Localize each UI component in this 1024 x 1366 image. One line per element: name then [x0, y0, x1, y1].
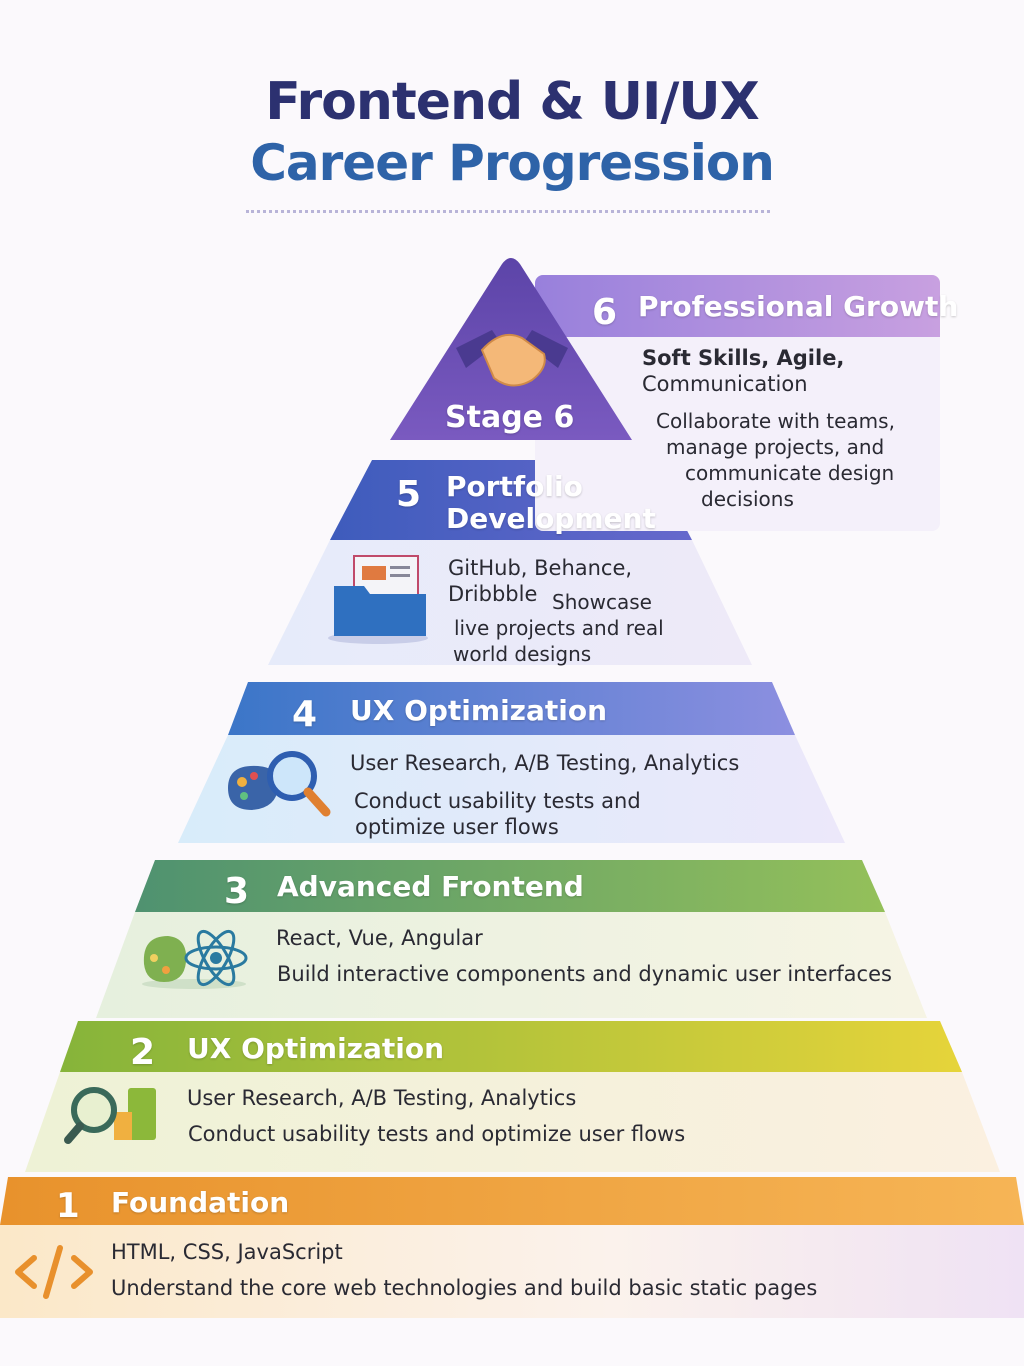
- stage-5-number: 5: [396, 474, 422, 515]
- analytics-magnifier-icon: [64, 1087, 156, 1144]
- react-atom-icon: [142, 929, 248, 989]
- title-line-2: Career Progression: [250, 134, 775, 192]
- portfolio-folder-icon: [328, 555, 428, 644]
- stage-3-number: 3: [224, 871, 250, 912]
- stage-6-desc-2: manage projects, and: [666, 435, 885, 459]
- stage-5-title-2: Development: [446, 502, 656, 535]
- stage-5-skills-2: Dribbble: [448, 582, 538, 606]
- stage-6-desc-4: decisions: [701, 487, 794, 511]
- stage-6-skills-2: Communication: [642, 372, 808, 396]
- handshake-icon: [456, 330, 568, 387]
- stage-5-desc-3: world designs: [453, 642, 592, 666]
- stage-4-skills: User Research, A/B Testing, Analytics: [350, 751, 740, 775]
- stage-1-number: 1: [56, 1186, 80, 1226]
- stage-4-desc-2: optimize user flows: [355, 815, 559, 839]
- code-brackets-icon: [15, 1245, 93, 1299]
- stage-1-title: Foundation: [111, 1186, 290, 1219]
- palette-magnifier-icon: [228, 751, 331, 817]
- stage-4-desc-1: Conduct usability tests and: [354, 789, 641, 813]
- title-divider: [246, 210, 770, 213]
- stage-2-title: UX Optimization: [187, 1032, 445, 1065]
- stage-2-desc: Conduct usability tests and optimize use…: [188, 1122, 686, 1146]
- stage-2-skills: User Research, A/B Testing, Analytics: [187, 1086, 577, 1110]
- stage-2-number: 2: [130, 1032, 156, 1073]
- stage-5-desc-2: live projects and real: [454, 616, 664, 640]
- stage-5-title-1: Portfolio: [446, 470, 583, 503]
- stage-3-desc: Build interactive components and dynamic…: [277, 962, 892, 986]
- stage-1-desc: Understand the core web technologies and…: [111, 1276, 818, 1300]
- stage-5-desc-1: Showcase: [552, 590, 652, 614]
- stage-4-number: 4: [292, 694, 318, 735]
- stage-5-skills-1: GitHub, Behance,: [448, 556, 633, 580]
- stage-6-desc-1: Collaborate with teams,: [656, 409, 895, 433]
- stage-1-skills: HTML, CSS, JavaScript: [111, 1240, 343, 1264]
- stage-4-title: UX Optimization: [350, 694, 608, 727]
- stage-3-skills: React, Vue, Angular: [276, 926, 483, 950]
- stage-6-skills-1: Soft Skills, Agile,: [642, 346, 845, 370]
- stage-6-title: Professional Growth: [638, 290, 959, 323]
- stage-6-number: 6: [592, 292, 618, 333]
- stage-3-title: Advanced Frontend: [277, 870, 584, 903]
- title-line-1: Frontend & UI/UX: [265, 72, 759, 132]
- stage-6-badge: Stage 6: [445, 400, 575, 435]
- stage-6-desc-3: communicate design: [685, 461, 895, 485]
